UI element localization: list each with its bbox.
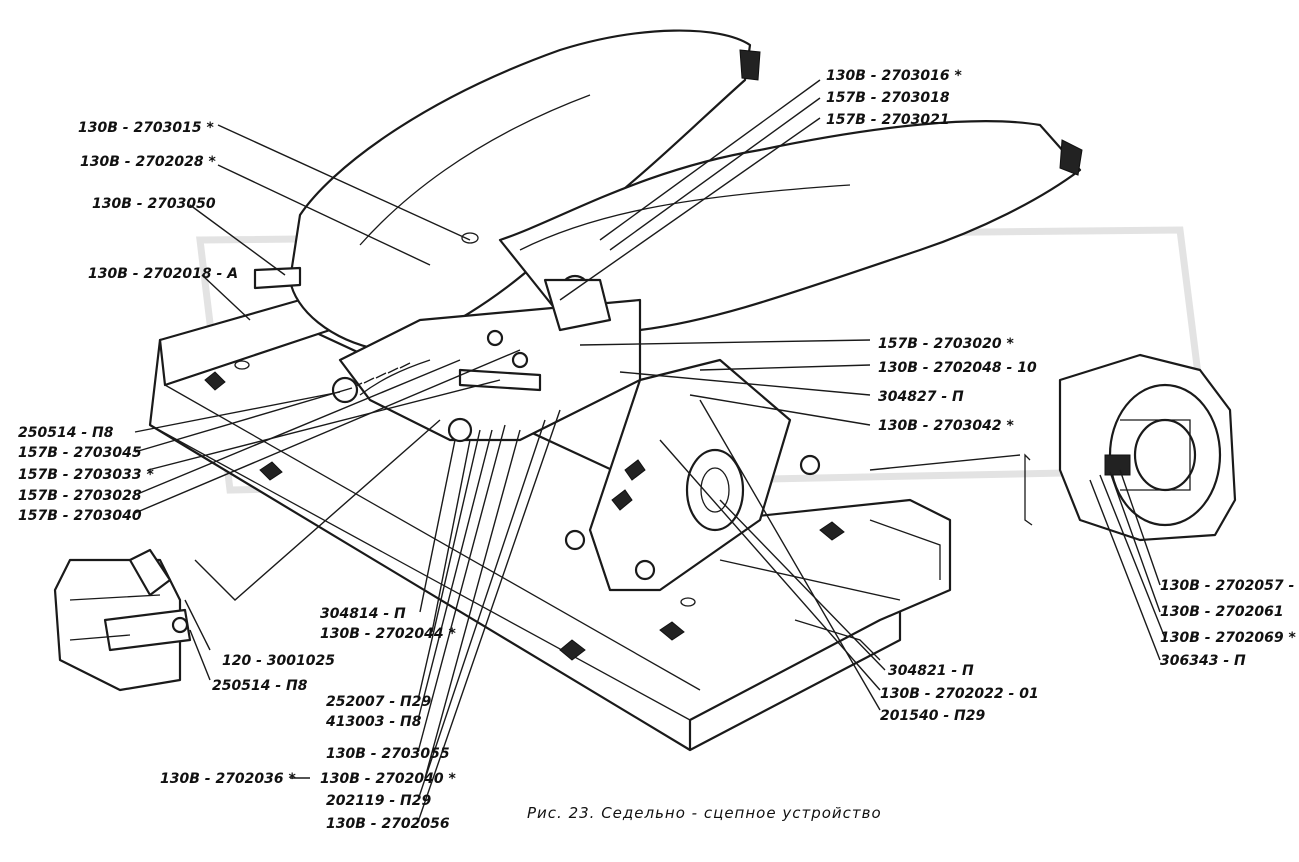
label-part-20: 130В - 2702044 * (320, 626, 457, 642)
label-part-02: 130В - 2702028 * (80, 154, 217, 170)
label-part-28: 304821 - П (888, 663, 974, 679)
label-part-05: 130В - 2703016 * (826, 68, 963, 84)
label-part-19: 304814 - П (320, 606, 406, 622)
label-part-21: 252007 - П29 (326, 694, 431, 710)
label-part-04: 130В - 2702018 - А (88, 266, 238, 282)
label-part-08: 157В - 2703020 * (878, 336, 1015, 352)
label-part-31: 130В - 2702057 - Б (1160, 578, 1299, 594)
saddle-plate (253, 29, 1083, 352)
label-part-15: 157В - 2703028 (18, 488, 142, 504)
label-part-33: 130В - 2702069 * (1160, 630, 1297, 646)
label-part-03: 130В - 2703050 (92, 196, 216, 212)
label-part-24: 130В - 2702036 * (160, 771, 297, 787)
label-part-06: 157В - 2703018 (826, 90, 950, 106)
label-part-16: 157В - 2703040 (18, 508, 142, 524)
label-part-13: 157В - 2703045 (18, 445, 142, 461)
figure-caption: Рис. 23. Седельно - сцепное устройство (527, 804, 882, 822)
label-part-27: 130В - 2702056 (326, 816, 450, 832)
latch-detail (53, 548, 192, 692)
label-part-23: 130В - 2703055 (326, 746, 450, 762)
label-part-12: 250514 - П8 (18, 425, 114, 441)
label-part-32: 130В - 2702061 (1160, 604, 1284, 620)
label-part-17: 120 - 3001025 (222, 653, 335, 669)
roller-detail (1024, 353, 1237, 542)
label-part-09: 130В - 2702048 - 10 (878, 360, 1037, 376)
part-labels: 130В - 2703015 * 130В - 2702028 * 130В -… (18, 68, 1299, 832)
base-frame (148, 298, 952, 752)
label-part-14: 157В - 2703033 * (18, 467, 155, 483)
label-part-26: 202119 - П29 (326, 793, 431, 809)
leader-lines (134, 79, 1166, 823)
label-part-29: 130В - 2702022 - 01 (880, 686, 1039, 702)
label-part-07: 157В - 2703021 (826, 112, 950, 128)
label-part-30: 201540 - П29 (880, 708, 985, 724)
label-part-18: 250514 - П8 (212, 678, 308, 694)
label-part-10: 304827 - П (878, 389, 964, 405)
label-part-34: 306343 - П (1160, 653, 1246, 669)
label-part-01: 130В - 2703015 * (78, 120, 215, 136)
label-part-25: 130В - 2702040 * (320, 771, 457, 787)
label-part-11: 130В - 2703042 * (878, 418, 1015, 434)
label-part-22: 413003 - П8 (325, 714, 422, 730)
